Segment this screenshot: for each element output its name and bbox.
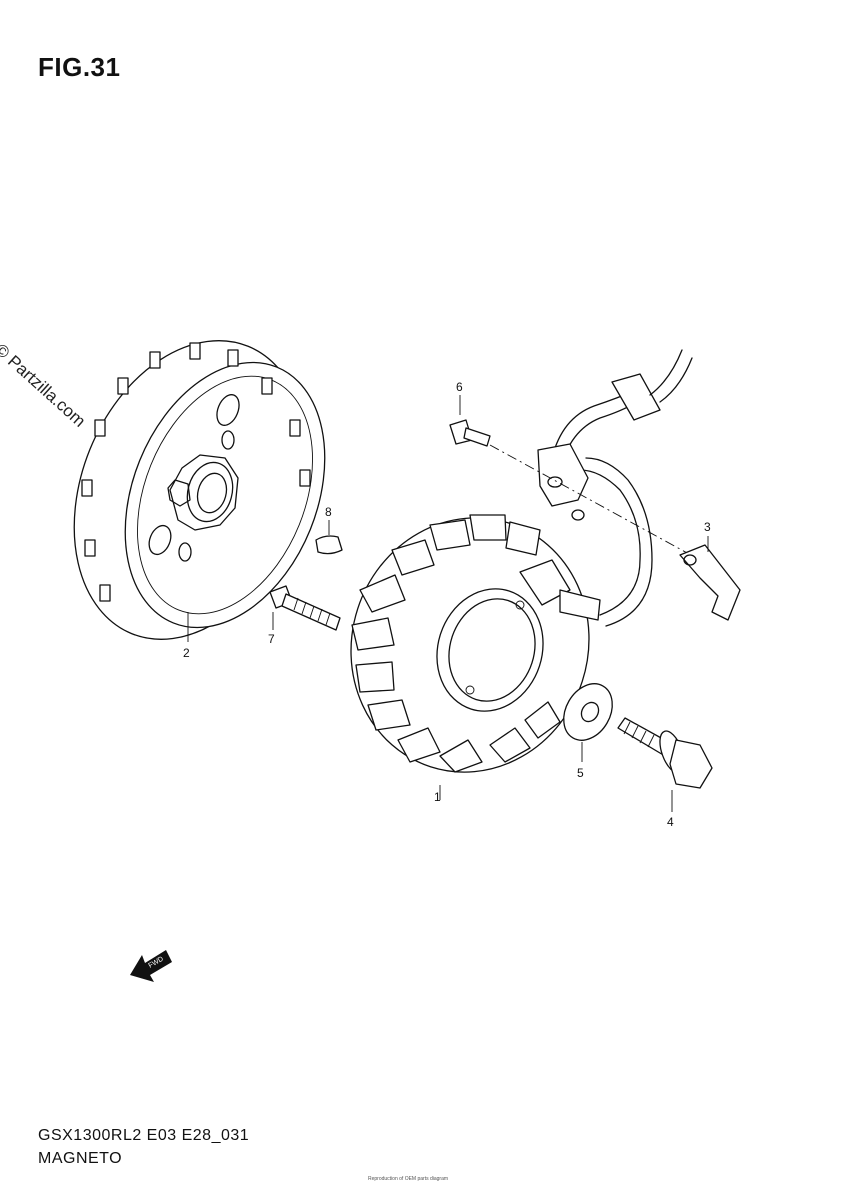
rotor-flywheel-part[interactable] [32, 306, 362, 674]
callout-8: 8 [325, 505, 332, 519]
footer-fineprint: Reproduction of OEM parts diagram [368, 1176, 449, 1182]
flange-bolt-part[interactable] [617, 717, 713, 812]
callout-1: 1 [434, 790, 441, 804]
callout-2: 2 [183, 646, 190, 660]
callout-4: 4 [667, 815, 674, 829]
screw-part[interactable] [449, 395, 491, 447]
diagram-code: GSX1300RL2 E03 E28_031 [38, 1127, 250, 1144]
woodruff-key-part[interactable] [315, 520, 343, 555]
callout-5: 5 [577, 766, 584, 780]
diagram-name: MAGNETO [38, 1150, 123, 1167]
fwd-arrow-icon: FWD [130, 950, 172, 982]
washer-part[interactable] [554, 675, 622, 762]
stud-bolt-part[interactable] [269, 585, 341, 631]
wire-harness [537, 349, 693, 627]
figure-title: FIG.31 [38, 52, 121, 82]
stator-part[interactable] [318, 487, 622, 803]
wire-clamp-part[interactable] [679, 536, 741, 621]
callout-7: 7 [268, 632, 275, 646]
callout-3: 3 [704, 520, 711, 534]
callout-6: 6 [456, 380, 463, 394]
